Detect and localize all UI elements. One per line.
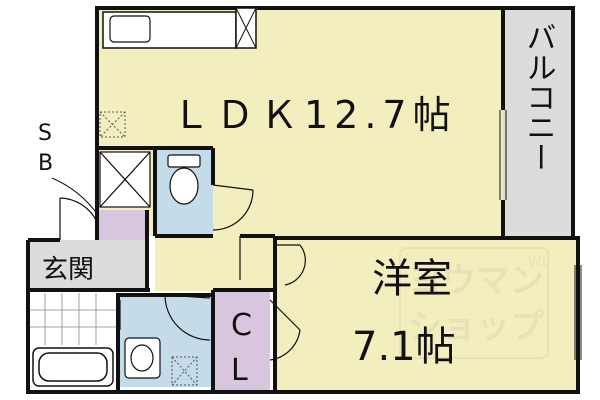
watermark: ヨウマン ショップ WL (399, 247, 550, 359)
walls (26, 6, 580, 394)
closet[interactable] (213, 290, 270, 390)
western-label-line2: 7.1帖 (352, 324, 456, 370)
balcony[interactable] (503, 8, 573, 236)
entrance[interactable] (28, 240, 146, 290)
balcony-window (499, 110, 507, 200)
closet-label-line2: L (231, 353, 248, 388)
shoe-box (97, 210, 147, 240)
washbasin (124, 337, 161, 379)
pipe-shaft-ldk (99, 111, 126, 138)
hallway (155, 236, 275, 291)
shoe-box-label-line1: S (38, 121, 52, 146)
doors (59, 184, 306, 361)
western-window (574, 265, 582, 360)
bathtub (32, 347, 114, 387)
pipe-shaft-wash (171, 356, 198, 386)
closet-label-line1: C (231, 308, 252, 343)
shoe-box-leader (51, 177, 99, 216)
watermark-tag: WL (528, 254, 550, 270)
kitchen-sink (109, 15, 151, 43)
entrance-label: 玄関 (42, 255, 94, 285)
watermark-line2: ショップ (408, 307, 544, 347)
shoe-box-label-line2: B (38, 151, 53, 176)
toilet (167, 154, 201, 205)
balcony-label: バルコニー (521, 22, 556, 172)
ldk-label: ＬＤＫ12.7帖 (172, 93, 457, 137)
western-room[interactable] (275, 238, 578, 392)
bath-tiles (28, 293, 118, 345)
western-label-line1: 洋室 (372, 256, 452, 302)
watermark-line1: ヨウマン (408, 261, 544, 301)
pipe-shaft-sb (99, 151, 151, 208)
